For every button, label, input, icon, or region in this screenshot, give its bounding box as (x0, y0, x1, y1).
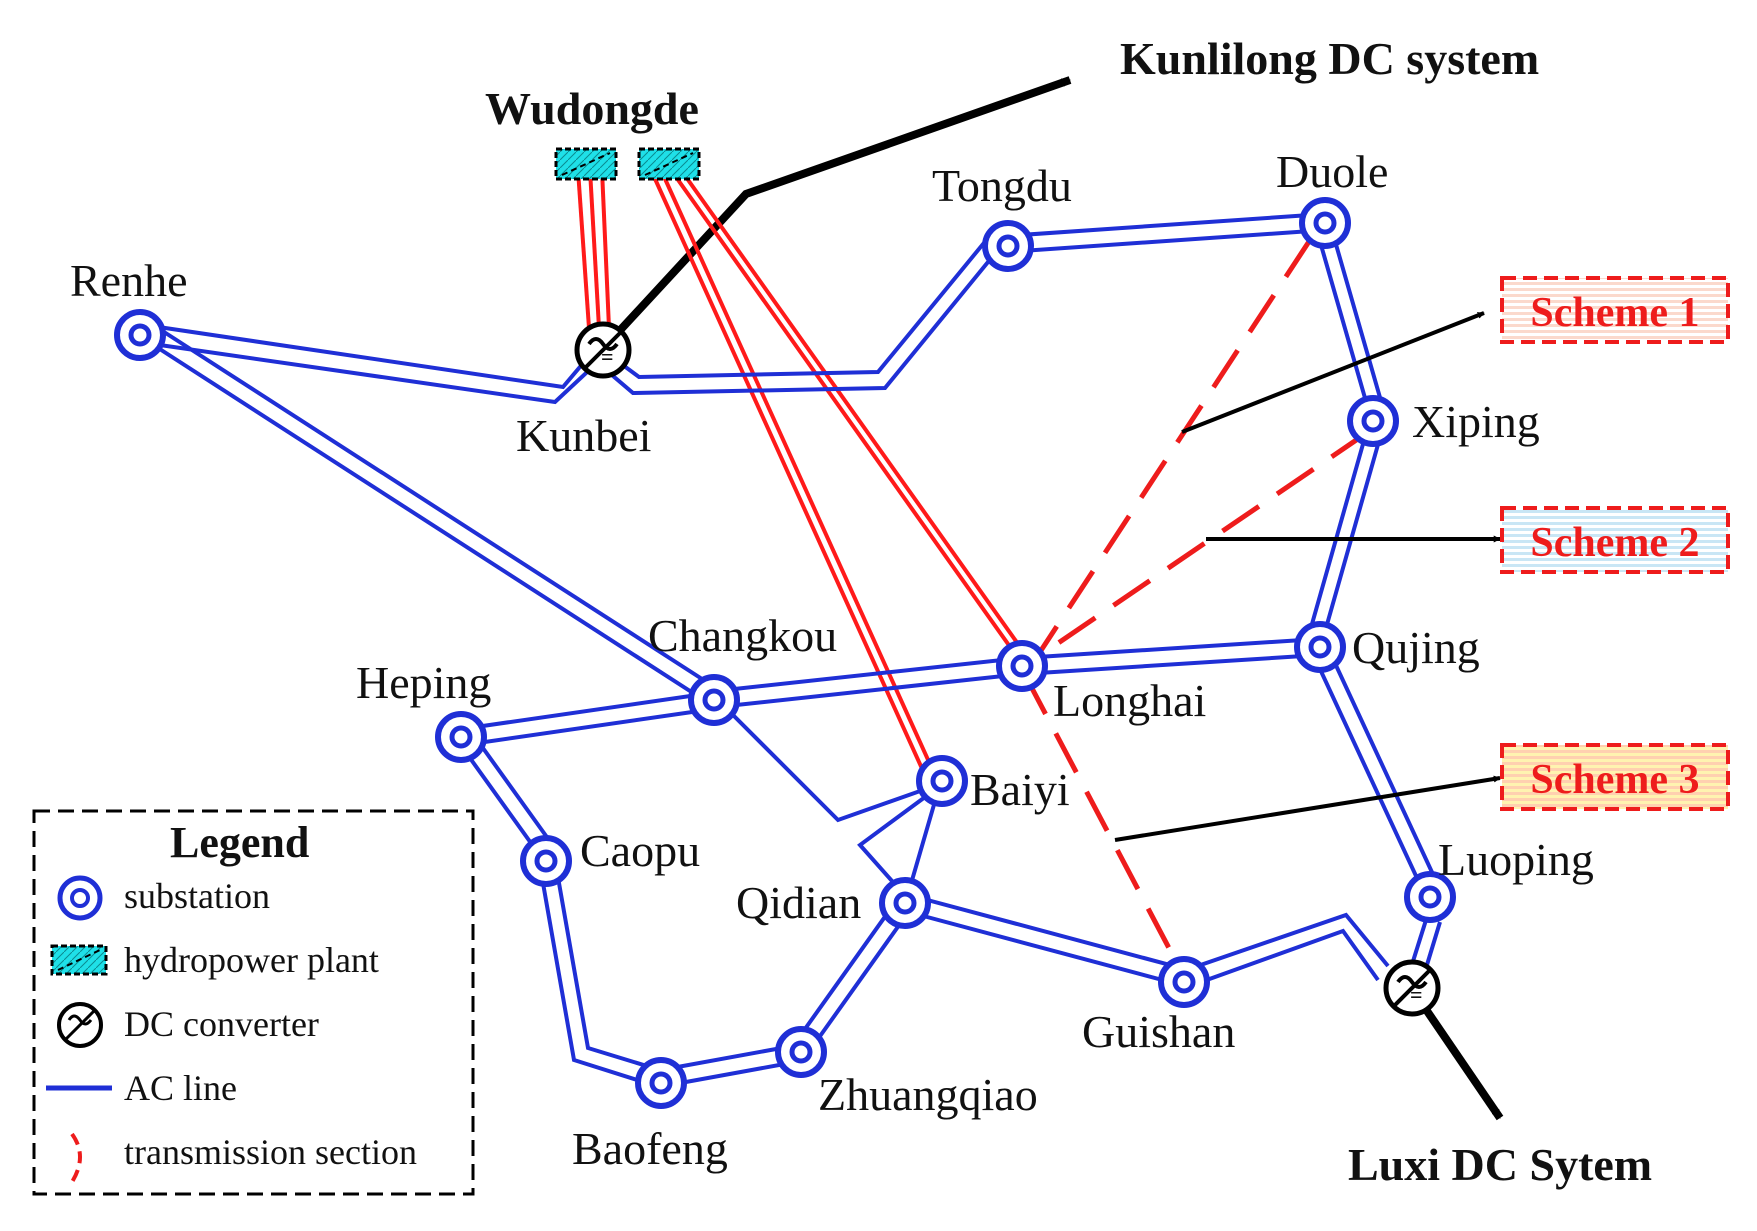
substation-changkou (688, 674, 740, 726)
section-scheme3 (1022, 673, 1173, 952)
legend-dc-converter-icon (57, 1002, 103, 1048)
legend-transmission-section-icon (70, 1132, 82, 1184)
label-kunbei: Kunbei (516, 410, 651, 461)
scheme-box-1: Scheme 1 (1500, 276, 1730, 344)
ac-lines-double (136, 213, 1442, 1088)
label-baiyi: Baiyi (970, 764, 1070, 815)
legend-ac-line-label: AC line (124, 1068, 237, 1108)
substation-zhuangqiao (775, 1026, 827, 1078)
substation-tongdu (982, 220, 1034, 272)
substation-longhai (996, 640, 1048, 692)
kunlilong-dc-line (597, 76, 1072, 355)
station-labels: Renhe Kunbei Tongdu Duole Xiping Changko… (70, 146, 1594, 1174)
label-caopu: Caopu (580, 825, 700, 876)
substations (114, 197, 1456, 1109)
label-duole: Duole (1276, 146, 1388, 197)
substation-caopu (520, 835, 572, 887)
label-xiping: Xiping (1412, 396, 1540, 447)
dc-converter-luxi: = (1383, 959, 1441, 1017)
label-zhuangqiao: Zhuangqiao (818, 1069, 1038, 1120)
label-tongdu: Tongdu (932, 160, 1072, 211)
substation-guishan (1158, 956, 1210, 1008)
substation-heping (435, 711, 487, 763)
legend-substation-label: substation (124, 876, 270, 916)
legend-title: Legend (170, 818, 309, 867)
substation-duole (1299, 197, 1351, 249)
label-qidian: Qidian (736, 877, 861, 928)
scheme-box-3: Scheme 3 (1500, 743, 1730, 811)
scheme-2-label: Scheme 2 (1530, 520, 1699, 566)
svg-text:=: = (1410, 982, 1423, 1007)
legend-transmission-section-label: transmission section (124, 1132, 417, 1172)
label-baofeng: Baofeng (572, 1123, 728, 1174)
label-renhe: Renhe (70, 255, 188, 306)
substation-qidian (879, 877, 931, 929)
legend-dc-converter-label: DC converter (124, 1004, 319, 1044)
dc-converter-kunbei: = (574, 321, 632, 379)
scheme-1-label: Scheme 1 (1530, 290, 1699, 336)
section-scheme1 (1037, 238, 1313, 654)
label-changkou: Changkou (648, 610, 837, 661)
label-guishan: Guishan (1082, 1006, 1235, 1057)
substation-baiyi (916, 755, 968, 807)
svg-text:=: = (601, 344, 614, 369)
label-luoping: Luoping (1438, 834, 1594, 885)
legend-substation-icon (57, 875, 103, 921)
label-luxi-dc-system: Luxi DC Sytem (1348, 1139, 1652, 1190)
label-wudongde: Wudongde (485, 83, 699, 134)
label-heping: Heping (356, 657, 491, 708)
substation-renhe (114, 309, 166, 361)
legend-frame (32, 809, 475, 1196)
scheme-3-label: Scheme 3 (1530, 757, 1699, 803)
substation-baofeng (635, 1057, 687, 1109)
label-qujing: Qujing (1352, 622, 1480, 673)
substation-xiping (1347, 395, 1399, 447)
label-kunlilong-dc-system: Kunlilong DC system (1120, 33, 1539, 84)
legend-hydropower-label: hydropower plant (124, 940, 379, 980)
wudongde-plants (554, 147, 701, 181)
label-longhai: Longhai (1053, 675, 1206, 726)
substation-luoping (1404, 871, 1456, 923)
scheme-pointers (1114, 311, 1501, 842)
substation-qujing (1294, 621, 1346, 673)
transmission-sections (1022, 238, 1370, 952)
legend: Legend substation hydropower plant DC co… (32, 809, 475, 1196)
scheme-box-2: Scheme 2 (1500, 506, 1730, 574)
